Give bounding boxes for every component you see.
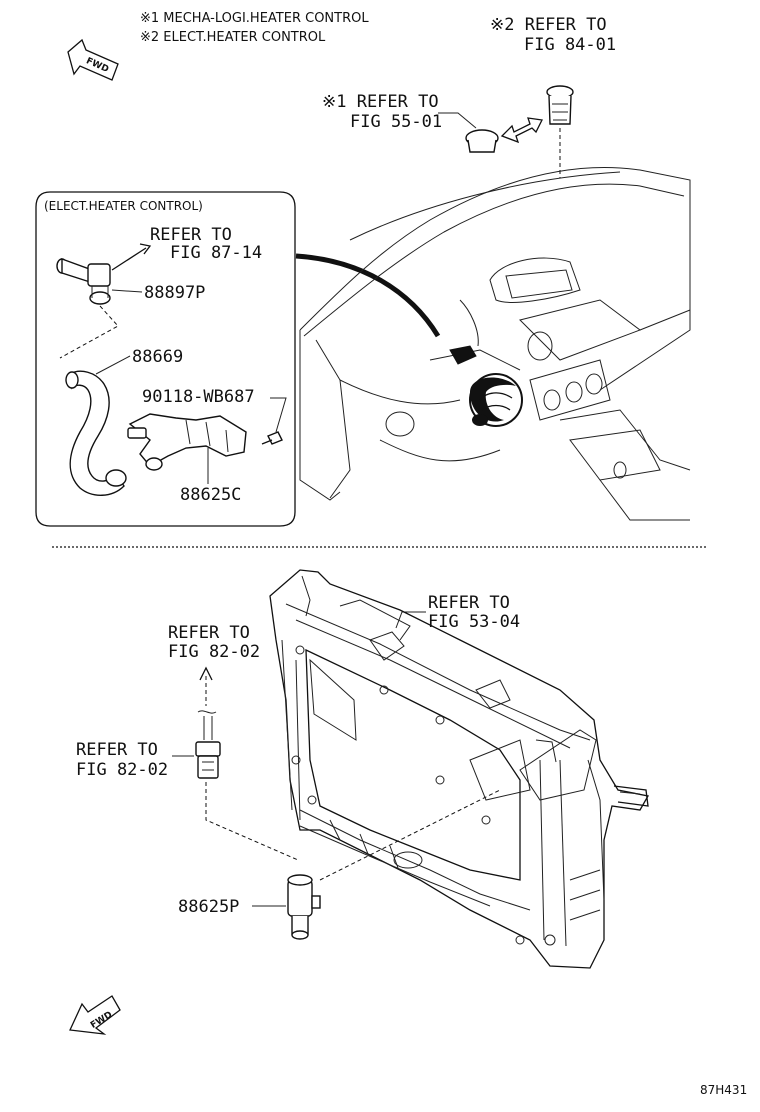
leader-ref-53 (395, 611, 426, 629)
dashboard-illustration (299, 167, 691, 521)
quick-connector-88897P (56, 257, 111, 305)
figure-code: 87H431 (700, 1083, 747, 1097)
ref-fig-53-04-line2: FIG 53-04 (428, 612, 520, 632)
inset-title: (ELECT.HEATER CONTROL) (44, 199, 203, 213)
mecha-logi-note: ※1 MECHA-LOGI.HEATER CONTROL (140, 11, 369, 26)
arrow-ref-87 (111, 247, 147, 271)
part-88669-label: 88669 (132, 347, 183, 367)
fwd-label-bottom: FWD (89, 1010, 114, 1031)
wire-break-icon (197, 710, 217, 714)
fwd-arrow-icon-top: FWD (67, 38, 119, 81)
dash-connector-sensor (205, 782, 299, 861)
dash-sensor-frame (319, 789, 501, 881)
arrow-ref-82-upper (199, 666, 213, 681)
part-88625C-label: 88625C (180, 485, 241, 505)
ref-fig-82-02-lower-line2: FIG 82-02 (76, 760, 168, 780)
leader-88897P (111, 289, 143, 293)
ref-fig-55-01-line2: FIG 55-01 (350, 112, 442, 132)
double-arrow-icon (500, 117, 543, 144)
ref-fig-82-02-lower-line1: REFER TO (76, 740, 158, 760)
arrow-head-ref-87 (139, 243, 152, 255)
heater-hose-88669 (65, 370, 127, 496)
ref-fig-55-01-line1: ※1 REFER TO (322, 92, 439, 112)
bolt-icon (261, 431, 283, 445)
sensor-88625P (287, 874, 321, 940)
part-90118-WB687-label: 90118-WB687 (142, 387, 255, 407)
leader-90118 (270, 397, 287, 433)
part-88897P-label: 88897P (144, 283, 205, 303)
part-88625P-label: 88625P (178, 897, 239, 917)
grommet-icon (465, 129, 499, 153)
ref-fig-53-04-line1: REFER TO (428, 593, 510, 613)
radiator-support-frame (269, 569, 650, 969)
leader-ref-55 (438, 112, 477, 129)
clip-fastener-icon (546, 85, 574, 125)
water-valve-88625C (127, 413, 247, 471)
fwd-arrow-icon-bottom: FWD (69, 995, 121, 1035)
ref-fig-87-14-line1: REFER TO (150, 225, 232, 245)
ref-fig-84-01-line1: ※2 REFER TO (490, 15, 607, 35)
leader-88669 (95, 355, 131, 375)
ref-fig-82-02-upper-line1: REFER TO (168, 623, 250, 643)
harness-connector-icon (195, 716, 221, 779)
ref-fig-87-14-line2: FIG 87-14 (170, 243, 262, 263)
elect-heater-note: ※2 ELECT.HEATER CONTROL (140, 30, 326, 45)
callout-to-dashboard (295, 253, 441, 338)
dash-88897P-hose (59, 305, 119, 359)
ref-fig-84-01-line2: FIG 84-01 (524, 35, 616, 55)
ref-fig-82-02-upper-line2: FIG 82-02 (168, 642, 260, 662)
inset-elect-heater-box (35, 191, 296, 527)
